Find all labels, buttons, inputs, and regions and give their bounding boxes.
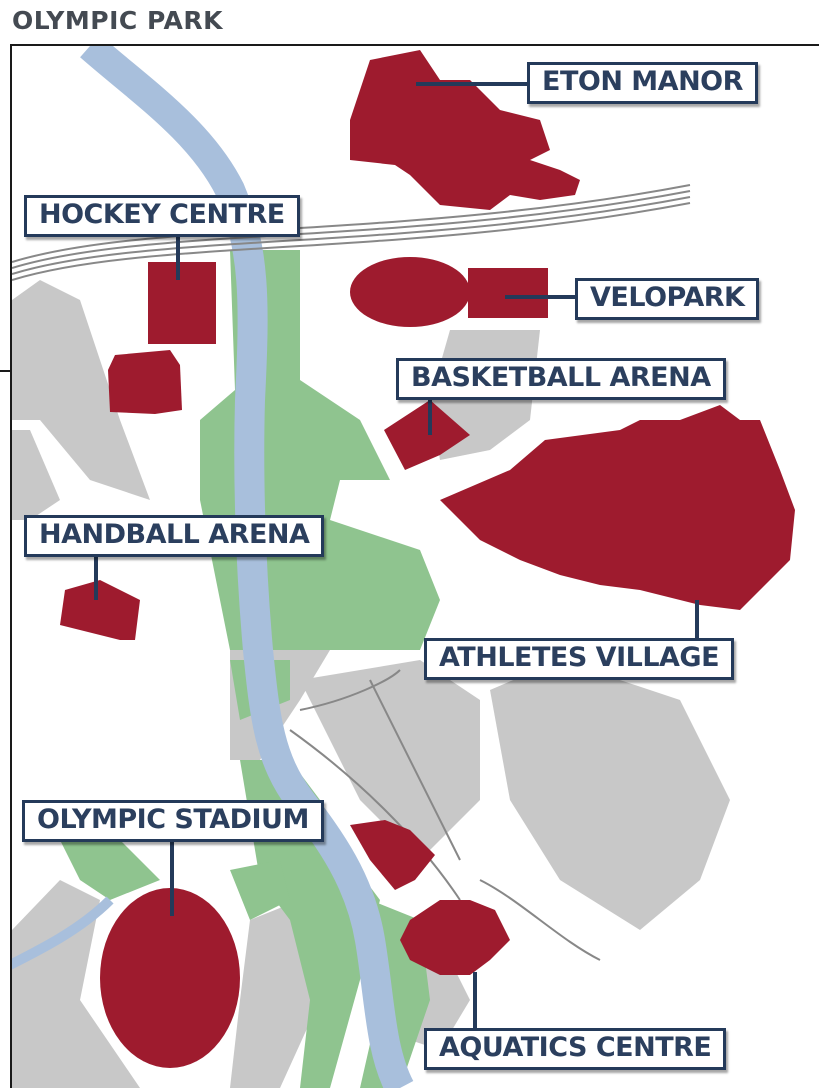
label-velopark[interactable]: VELOPARK <box>575 278 760 320</box>
river-branch <box>12 896 114 970</box>
label-handball-arena[interactable]: HANDBALL ARENA <box>24 515 325 557</box>
label-eton-manor[interactable]: ETON MANOR <box>527 62 758 104</box>
label-basketball-arena[interactable]: BASKETBALL ARENA <box>396 358 726 400</box>
label-athletes-village[interactable]: ATHLETES VILLAGE <box>424 638 735 680</box>
map-title: OLYMPIC PARK <box>12 6 223 35</box>
venue-shapes <box>60 50 795 1068</box>
river-lea <box>80 46 414 1088</box>
label-olympic-stadium[interactable]: OLYMPIC STADIUM <box>22 800 324 842</box>
frame-tick <box>0 370 10 372</box>
label-aquatics-centre[interactable]: AQUATICS CENTRE <box>424 1028 727 1070</box>
label-connectors <box>94 82 699 1032</box>
label-hockey-centre[interactable]: HOCKEY CENTRE <box>24 195 300 237</box>
